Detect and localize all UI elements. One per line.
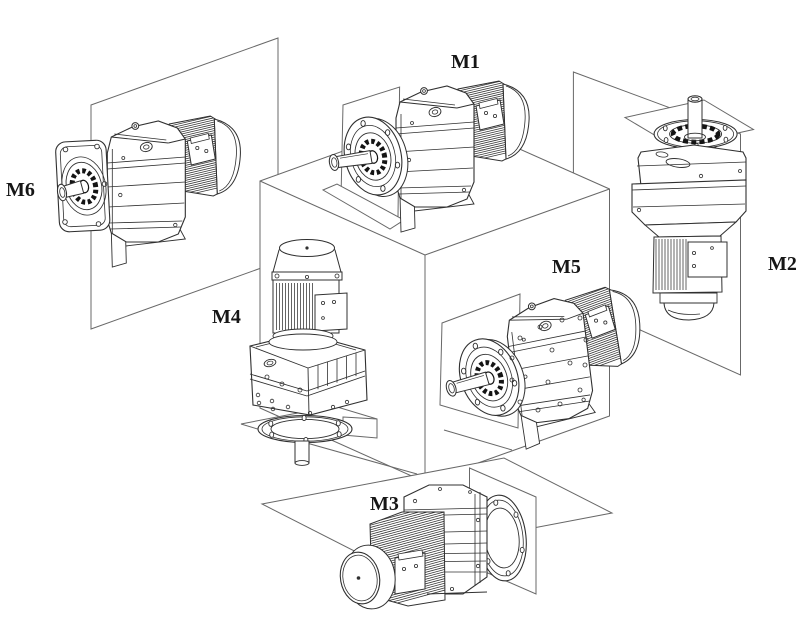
svg-text:M4: M4 [212, 306, 241, 328]
svg-text:M1: M1 [451, 51, 480, 73]
svg-text:M6: M6 [6, 179, 35, 201]
svg-text:M3: M3 [370, 493, 399, 515]
svg-text:M2: M2 [768, 253, 797, 275]
svg-text:M5: M5 [552, 256, 581, 278]
